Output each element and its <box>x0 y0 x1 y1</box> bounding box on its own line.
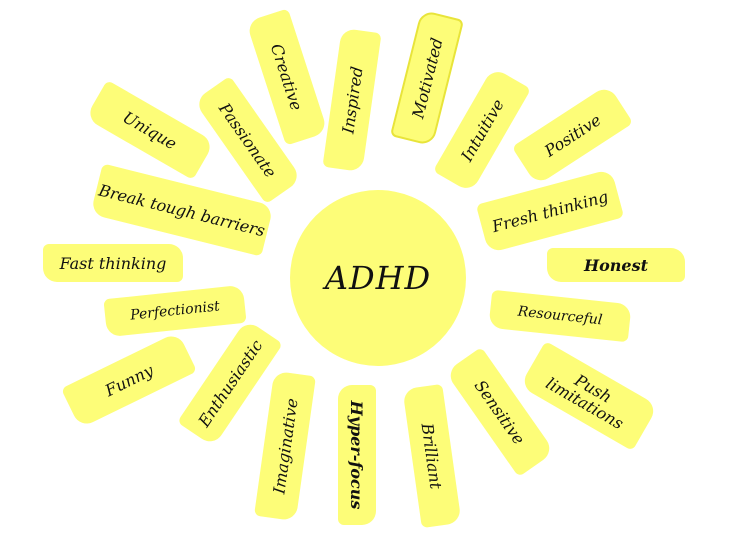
ray-motivated: Motivated <box>389 9 465 147</box>
center-label: ADHD <box>324 259 432 297</box>
ray-resourceful: Resourceful <box>488 289 632 343</box>
ray-fast-thinking: Fast thinking <box>43 244 183 282</box>
ray-imaginative: Imaginative <box>254 370 316 522</box>
ray-hyper-focus: Hyper-focus <box>338 385 376 525</box>
sun-center: ADHD <box>290 190 466 366</box>
ray-fresh-thinking: Fresh thinking <box>475 168 625 254</box>
ray-break-tough-barriers: Break tough barriers <box>90 163 274 257</box>
ray-inspired: Inspired <box>322 27 382 173</box>
ray-brilliant: Brilliant <box>402 383 462 529</box>
ray-positive: Positive <box>511 84 634 186</box>
ray-funny: Funny <box>60 331 198 429</box>
ray-honest: Honest <box>547 248 685 282</box>
ray-perfectionist: Perfectionist <box>103 284 247 338</box>
